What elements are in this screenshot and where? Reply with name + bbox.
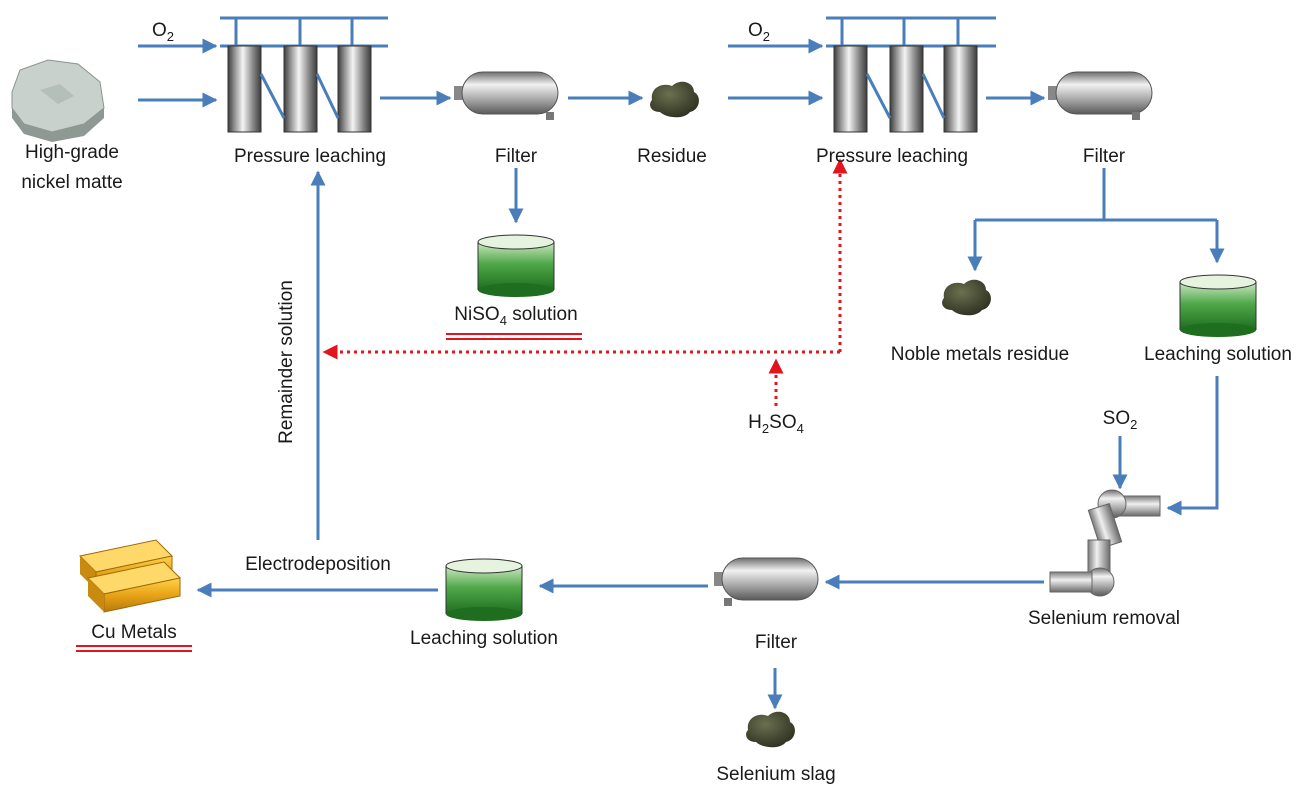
remainder-solution-label: Remainder solution [276, 280, 297, 444]
acid-recycle-arrows [322, 158, 848, 406]
filter-label-2: Filter [1083, 146, 1126, 167]
solution-tank-icon [445, 558, 523, 621]
feed-label-line2: nickel matte [21, 172, 122, 193]
o2-label-1: O2 [152, 20, 174, 44]
copper-bars-icon [78, 539, 182, 613]
selenium-removal-label: Selenium removal [1028, 608, 1180, 629]
so2-label: SO2 [1103, 408, 1138, 432]
niso4-product-label: NiSO4 solution [454, 304, 577, 328]
flow-arrows [138, 38, 1225, 710]
leaching-solution-label-1: Leaching solution [1144, 344, 1292, 365]
selenium-removal-pipe-icon [1049, 489, 1161, 597]
electrodeposition-label: Electrodeposition [245, 554, 391, 575]
filter-vessel-icon [714, 557, 819, 606]
filter-label-1: Filter [495, 146, 538, 167]
solution-tank-icon [477, 234, 555, 297]
residue-pile-icon [650, 81, 699, 118]
residue-label: Residue [637, 146, 707, 167]
cu-metals-product-label: Cu Metals [91, 622, 177, 643]
solution-tank-icon [1179, 274, 1257, 337]
pressure-leaching-label-1: Pressure leaching [234, 146, 386, 167]
o2-label-2: O2 [748, 20, 770, 44]
residue-pile-icon [746, 711, 795, 748]
filter-vessel-icon [454, 71, 559, 120]
pressure-leaching-reactor-icon [220, 16, 388, 133]
leaching-solution-to-selenium-arrow [1166, 376, 1219, 516]
ore-rock-icon [11, 59, 105, 142]
h2so4-label: H2SO4 [748, 412, 804, 436]
noble-metals-residue-label: Noble metals residue [891, 344, 1069, 365]
pressure-leaching-reactor-icon [826, 16, 996, 133]
residue-pile-icon [942, 279, 991, 316]
filter-vessel-icon [1048, 71, 1153, 120]
selenium-slag-label: Selenium slag [716, 764, 835, 785]
pressure-leaching-label-2: Pressure leaching [816, 146, 968, 167]
leaching-solution-label-2: Leaching solution [410, 628, 558, 649]
filter-label-3: Filter [755, 632, 798, 653]
feed-label-line1: High-grade [25, 142, 119, 163]
